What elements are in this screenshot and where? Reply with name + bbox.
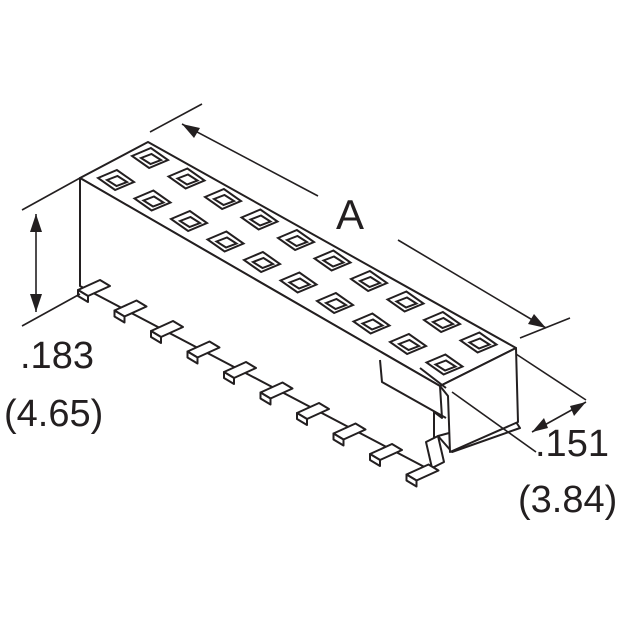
socket-opening — [424, 353, 465, 376]
socket-opening — [421, 310, 463, 334]
socket-hole — [394, 296, 419, 309]
pin-front — [296, 412, 308, 426]
pin-front — [405, 473, 418, 488]
socket-opening — [275, 228, 317, 252]
socket-hole — [321, 255, 346, 268]
pin-front — [369, 453, 381, 467]
socket-hole — [177, 215, 203, 229]
socket-opening — [351, 312, 392, 335]
socket-hole — [360, 318, 385, 331]
socket-hole — [211, 193, 237, 207]
socket-hole — [433, 359, 458, 372]
socket-opening — [348, 269, 390, 293]
socket-opening — [314, 291, 356, 315]
socket-hole — [104, 174, 130, 188]
socket-hole — [284, 234, 310, 248]
socket-opening — [205, 230, 246, 253]
socket-opening — [241, 250, 283, 274]
socket-opening — [385, 290, 426, 313]
socket-opening — [458, 331, 499, 354]
socket-hole — [357, 275, 383, 289]
socket-opening — [95, 168, 137, 192]
pin-front — [223, 371, 235, 385]
socket-hole — [396, 338, 422, 352]
socket-grid — [95, 146, 499, 376]
socket-hole — [430, 316, 456, 330]
socket-opening — [278, 271, 319, 294]
socket-hole — [175, 173, 200, 186]
pin-row — [77, 279, 440, 488]
pin-front — [186, 350, 199, 365]
socket-opening — [202, 187, 244, 211]
pin-front — [77, 289, 89, 303]
pin-front — [150, 330, 162, 344]
socket-hole — [138, 152, 164, 166]
socket-hole — [141, 195, 166, 208]
socket-hole — [287, 277, 312, 290]
socket-hole — [250, 256, 276, 270]
socket-hole — [467, 337, 492, 350]
height-mm-label: (4.65) — [4, 393, 104, 435]
socket-opening — [129, 146, 171, 170]
socket-opening — [387, 332, 429, 356]
socket-opening — [239, 208, 280, 231]
pin-front — [259, 391, 272, 406]
dimension-a-label: A — [336, 191, 365, 238]
socket-opening — [168, 209, 210, 233]
connector-body — [79, 141, 521, 473]
socket-opening — [312, 249, 353, 272]
height-inch-label: .183 — [20, 335, 94, 377]
socket-opening — [166, 167, 207, 190]
pin-front — [113, 309, 126, 324]
depth-mm-label: (3.84) — [518, 479, 618, 521]
pin-front — [332, 432, 345, 447]
socket-hole — [214, 236, 239, 249]
dimension-lines — [21, 103, 587, 453]
socket-hole — [248, 214, 273, 227]
socket-opening — [132, 189, 173, 212]
depth-inch-label: .151 — [535, 423, 609, 465]
socket-hole — [323, 297, 349, 311]
